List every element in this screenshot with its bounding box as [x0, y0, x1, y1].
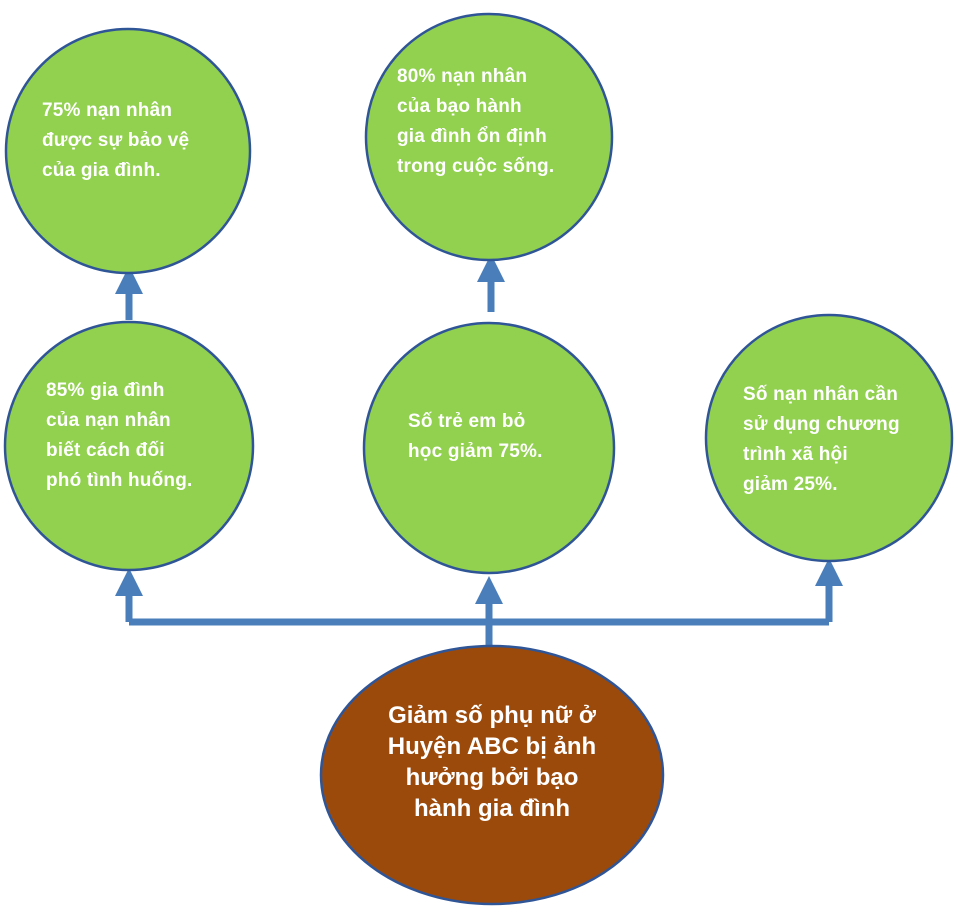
node-circle-top-center [364, 12, 614, 262]
node-text-mid-left: 85% gia đình của nạn nhân biết cách đối … [46, 380, 193, 491]
node-circle-mid-center [362, 321, 616, 575]
node-text-top-center: 80% nạn nhân của bạo hành gia đình ổn đị… [397, 66, 555, 177]
node-circle-top-left [4, 27, 252, 275]
root-ellipse [319, 644, 665, 906]
node-circle-mid-left [3, 320, 255, 572]
node-circle-mid-right [704, 313, 954, 563]
node-text-top-left: 75% nạn nhân được sự bảo vệ của gia đình… [42, 100, 190, 181]
node-text-mid-center: Số trẻ em bỏ học giảm 75%. [408, 411, 543, 462]
connectors [115, 254, 843, 650]
node-text-mid-right: Số nạn nhân cần sử dụng chương trình xã … [743, 384, 900, 495]
root-text: Giảm số phụ nữ ở Huyện ABC bị ảnh hưởng … [387, 702, 597, 822]
